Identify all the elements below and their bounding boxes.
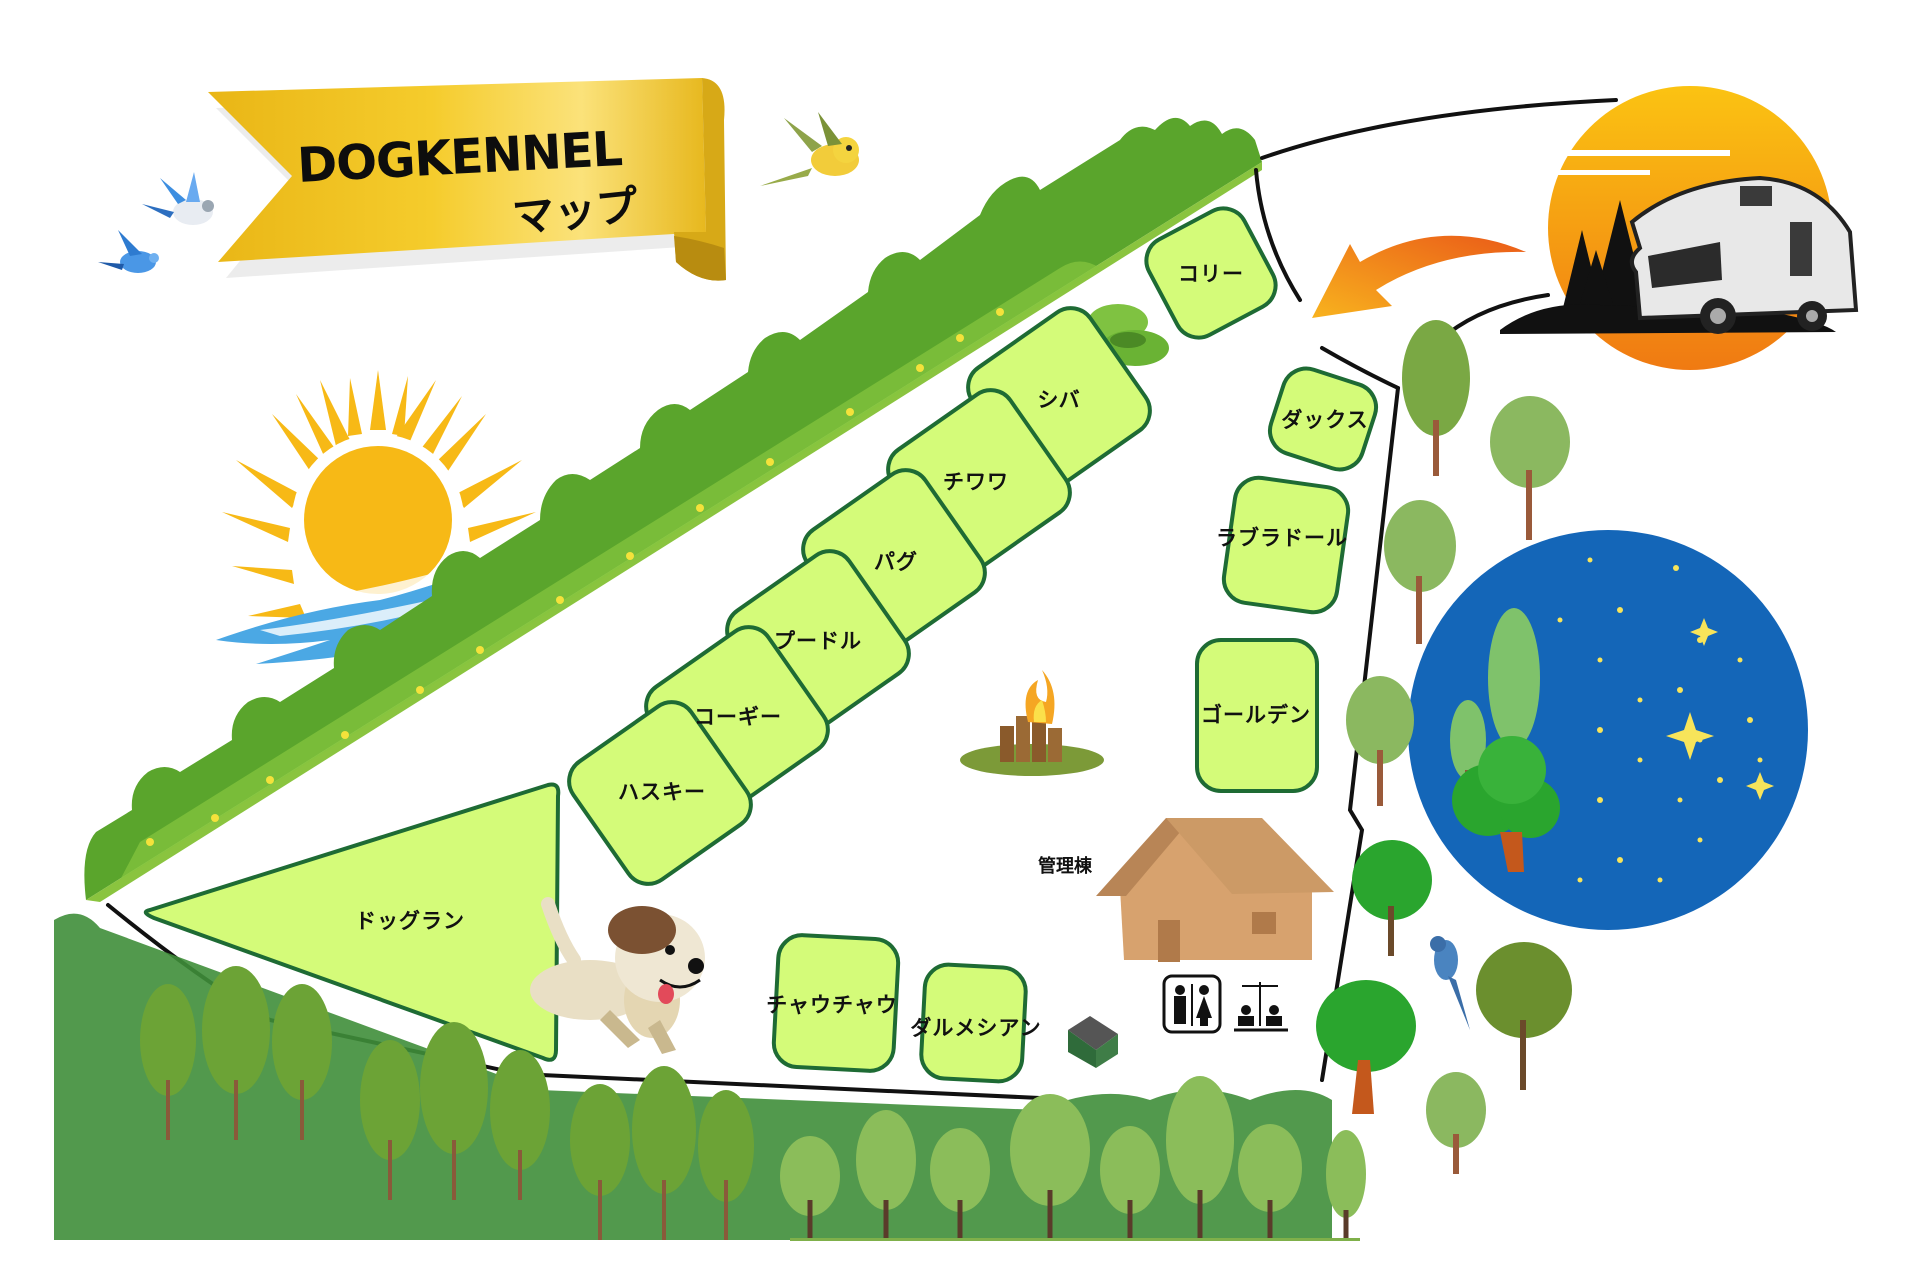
bird-icon bbox=[98, 112, 859, 273]
kennel-label-chowchow: チャウチャウ bbox=[766, 993, 898, 1017]
kennel-label-labrador: ラブラドール bbox=[1216, 526, 1348, 550]
hedge-row bbox=[84, 117, 1262, 902]
trash-bin-icon bbox=[1068, 1016, 1118, 1068]
camper-van-icon bbox=[1500, 86, 1859, 370]
sunrise-icon bbox=[216, 370, 570, 664]
forest-bottom bbox=[54, 913, 1366, 1241]
entrance-arrow-icon bbox=[1312, 235, 1526, 318]
starry-night-icon bbox=[1408, 530, 1808, 930]
restroom-icon bbox=[1162, 974, 1222, 1034]
kennel-label-chihuahua: チワワ bbox=[943, 470, 1009, 494]
kennel-label-dalmatian: ダルメシアン bbox=[910, 1016, 1042, 1040]
kennel-label-shiba: シバ bbox=[1037, 388, 1081, 412]
kennel-label-poodle: プードル bbox=[774, 629, 862, 653]
kennel-golden[interactable] bbox=[1195, 638, 1319, 793]
dog-run-area bbox=[143, 782, 561, 1062]
tree-cluster-right bbox=[1316, 320, 1572, 1174]
shower-icon bbox=[1234, 982, 1288, 1032]
dog-icon bbox=[530, 897, 705, 1054]
kennel-label-pug: パグ bbox=[874, 550, 918, 574]
kennel-label-dachs: ダックス bbox=[1281, 408, 1369, 432]
kennel-label-collie: コリー bbox=[1178, 262, 1244, 286]
dog-run-label: ドッグラン bbox=[355, 909, 465, 933]
kennel-label-corgi: コーギー bbox=[694, 705, 782, 729]
management-building bbox=[1096, 818, 1334, 962]
campfire-icon bbox=[960, 670, 1104, 776]
management-building-label: 管理棟 bbox=[1038, 856, 1092, 877]
kennel-label-golden: ゴールデン bbox=[1201, 703, 1311, 727]
title-banner bbox=[208, 78, 726, 281]
kennel-label-husky: ハスキー bbox=[618, 780, 706, 804]
